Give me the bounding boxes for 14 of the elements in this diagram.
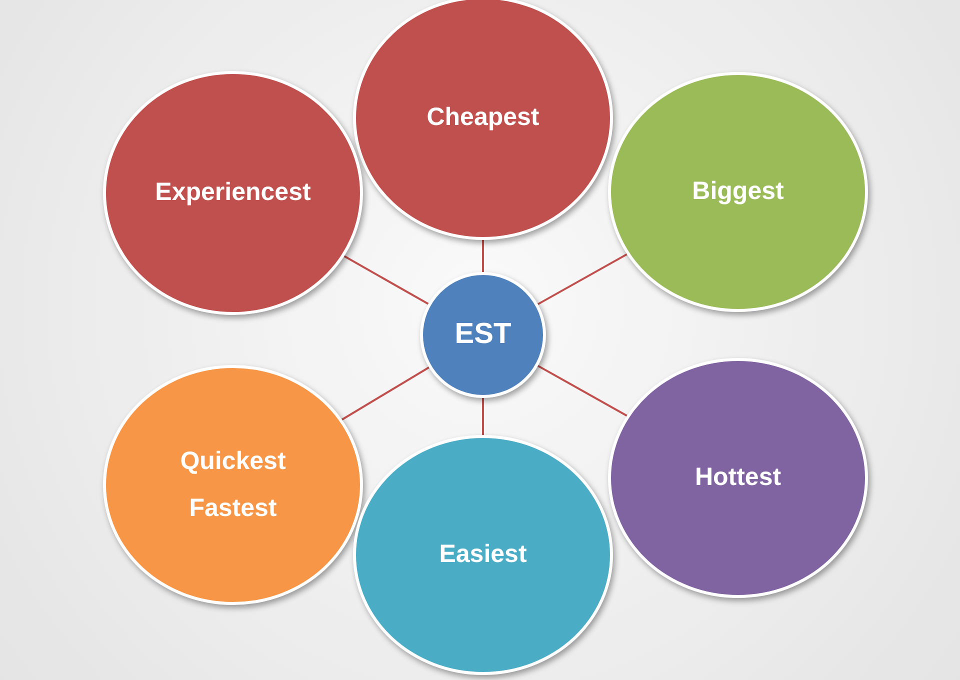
connector-line — [482, 398, 484, 435]
node-label: Biggest — [691, 176, 785, 208]
node-label: Cheapest — [426, 102, 540, 134]
node-label: Hottest — [694, 462, 782, 494]
connector-line — [344, 255, 429, 305]
connector-line — [341, 366, 430, 420]
connector-line — [482, 240, 484, 272]
node-label: Easiest — [438, 539, 528, 570]
node-label: EST — [454, 317, 512, 352]
connector-line — [537, 253, 628, 306]
node-label: Experiencest — [154, 177, 312, 208]
node-label: Quickest Fastest — [179, 446, 287, 524]
connector-line — [537, 364, 628, 417]
circle-node — [420, 272, 546, 398]
